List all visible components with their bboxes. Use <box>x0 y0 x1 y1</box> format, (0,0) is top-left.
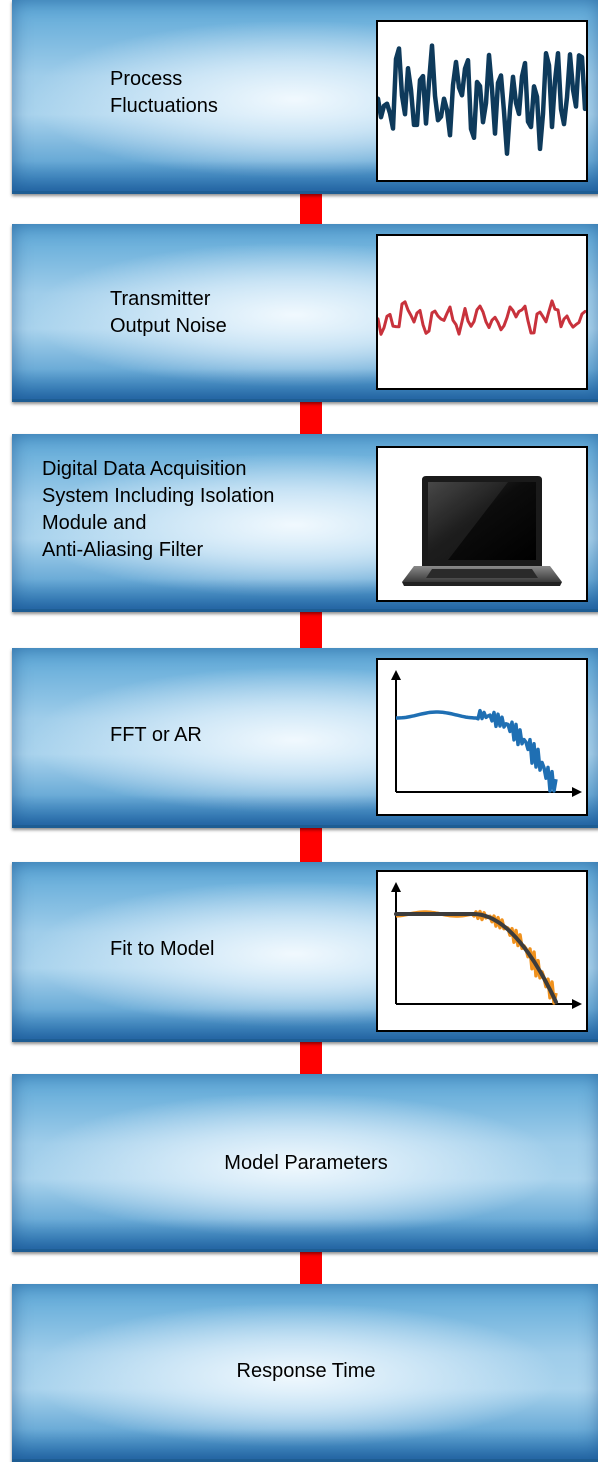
stage-label-line: Anti-Aliasing Filter <box>42 539 204 561</box>
stage-label: FFT or AR <box>110 722 202 749</box>
stage-data-acquisition: Digital Data Acquisition System Includin… <box>12 434 598 612</box>
stage-label-line: System Including Isolation <box>42 485 275 507</box>
waveform-fluctuations-line <box>375 43 588 156</box>
stage-label: Process Fluctuations <box>110 66 218 120</box>
waveform-noise-graph <box>376 299 587 336</box>
flow-connector <box>300 1042 322 1074</box>
stage-label-line: Output Noise <box>110 315 227 337</box>
laptop-thumbnail <box>376 446 588 602</box>
x-axis-arrow-icon <box>572 787 582 797</box>
model-fit-thumbnail <box>376 870 588 1032</box>
stage-label: Model Parameters <box>12 1150 598 1177</box>
stage-fft-or-ar: FFT or AR <box>12 648 598 828</box>
waveform-fluctuations-graph <box>375 43 588 156</box>
y-axis-arrow-icon <box>391 882 401 892</box>
stage-label-line: Response Time <box>236 1360 376 1382</box>
x-axis-arrow-icon <box>572 999 582 1009</box>
waveform-fluctuations-thumbnail <box>375 20 588 182</box>
stage-label: Transmitter Output Noise <box>110 286 227 340</box>
flow-connector <box>300 194 322 224</box>
stage-label-line: Model Parameters <box>224 1152 388 1174</box>
flow-connector <box>300 1252 322 1284</box>
stage-label: Digital Data Acquisition System Includin… <box>42 456 274 564</box>
spectrum-thumbnail <box>376 658 588 816</box>
flow-connector <box>300 828 322 862</box>
stage-response-time: Response Time <box>12 1284 598 1462</box>
spectrum-line <box>396 708 558 793</box>
stage-transmitter-output-noise: Transmitter Output Noise <box>12 224 598 402</box>
laptop-icon <box>402 476 562 586</box>
stage-process-fluctuations: Process Fluctuations <box>12 0 598 194</box>
stage-label-line: Fit to Model <box>110 938 215 960</box>
flow-connector <box>300 402 322 434</box>
flow-connector <box>300 612 322 648</box>
y-axis-arrow-icon <box>391 670 401 680</box>
waveform-noise-line <box>376 299 587 336</box>
stage-label-line: Transmitter <box>110 288 211 310</box>
stage-label-line: Fluctuations <box>110 95 218 117</box>
stage-label-line: Module and <box>42 512 147 534</box>
stage-label-line: Digital Data Acquisition <box>42 458 247 480</box>
model-fit-line <box>394 912 558 1004</box>
stage-fit-to-model: Fit to Model <box>12 862 598 1042</box>
waveform-noise-thumbnail <box>376 234 588 390</box>
stage-label: Fit to Model <box>110 936 214 963</box>
model-fit-plot <box>391 882 582 1009</box>
stage-label: Response Time <box>12 1358 598 1385</box>
stage-label-line: Process <box>110 68 183 90</box>
stage-model-parameters: Model Parameters <box>12 1074 598 1252</box>
stage-label-line: FFT or AR <box>110 724 202 746</box>
spectrum-plot <box>391 670 582 797</box>
